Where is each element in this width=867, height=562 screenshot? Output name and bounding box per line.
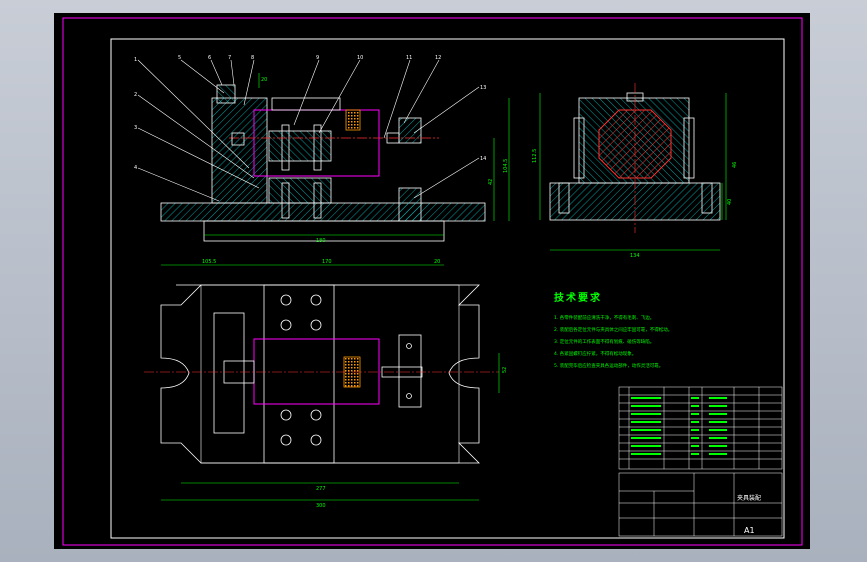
title-block [618,472,783,537]
technical-requirements: 技术要求 1. 各零件装配前应清洗干净，不得有毛刺、飞边。 2. 装配后各定位元… [554,291,672,369]
parts-list-fill [631,397,727,455]
balloon-label: 10 [357,55,363,61]
front-dim-small: 20 [261,77,267,83]
front-dim-width: 180 [316,238,326,244]
tech-note: 2. 装配后各定位元件与夹具体之间应牢固可靠，不得松动。 [554,326,672,333]
side-dim-height-b: 46 [732,162,738,168]
magenta-frame [62,17,803,546]
balloon-label: 12 [435,55,441,61]
front-view: 1 2 3 4 5 6 7 8 9 10 11 12 13 14 180 42 … [134,55,510,244]
balloon-label: 9 [316,55,319,61]
front-right-support [398,117,422,144]
drawing-sheet: 1 2 3 4 5 6 7 8 9 10 11 12 13 14 180 42 … [54,13,810,549]
plan-dim-top-a: 105.5 [202,259,216,265]
balloon-label: 7 [228,55,231,61]
balloon-label: 3 [134,125,137,131]
plan-base-outline [160,284,480,464]
balloon-label: 13 [480,85,486,91]
tech-note: 4. 各紧固螺钉应拧紧，不得有松动现象。 [554,350,636,357]
plan-dim-top-b: 170 [322,259,332,265]
tech-note: 1. 各零件装配前应清洗干净，不得有毛刺、飞边。 [554,314,654,321]
front-dim-height-b: 104.5 [503,159,509,173]
balloon-label: 1 [134,57,137,63]
balloon-label: 11 [406,55,412,61]
tech-note: 5. 装配完毕后应检查夹具各运动部件，动作灵活可靠。 [554,362,663,369]
tech-note: 3. 定位元件的工作表面不得有划痕、碰伤等缺陷。 [554,338,654,345]
balloon-label: 14 [480,156,486,162]
plan-dim-bottom-b: 300 [316,503,326,509]
title-block-drawing-title: 夹具装配 [737,494,761,502]
drawing-border [110,38,785,539]
balloon-label: 2 [134,92,137,98]
plan-view: 105.5 170 20 277 300 52 [144,259,508,509]
front-dim-height-a: 42 [488,179,494,185]
plan-dim-top-c: 20 [434,259,440,265]
balloon-label: 4 [134,165,137,171]
parts-list [618,386,783,470]
front-base [160,202,486,222]
front-left-column [211,97,268,204]
side-dim-height-c: 40 [727,199,733,205]
balloon-label: 8 [251,55,254,61]
plan-dim-right: 52 [502,367,508,373]
front-pad [345,109,361,131]
tech-title: 技术要求 [554,291,602,304]
title-block-sheet-size: A1 [744,526,755,535]
balloon-label: 6 [208,55,211,61]
side-dim-width: 134 [630,253,640,259]
plan-dim-bottom-a: 277 [316,486,326,492]
balloon-label: 5 [178,55,181,61]
side-view: 134 112.5 46 40 [532,83,738,259]
side-dim-height-a: 112.5 [532,149,538,163]
